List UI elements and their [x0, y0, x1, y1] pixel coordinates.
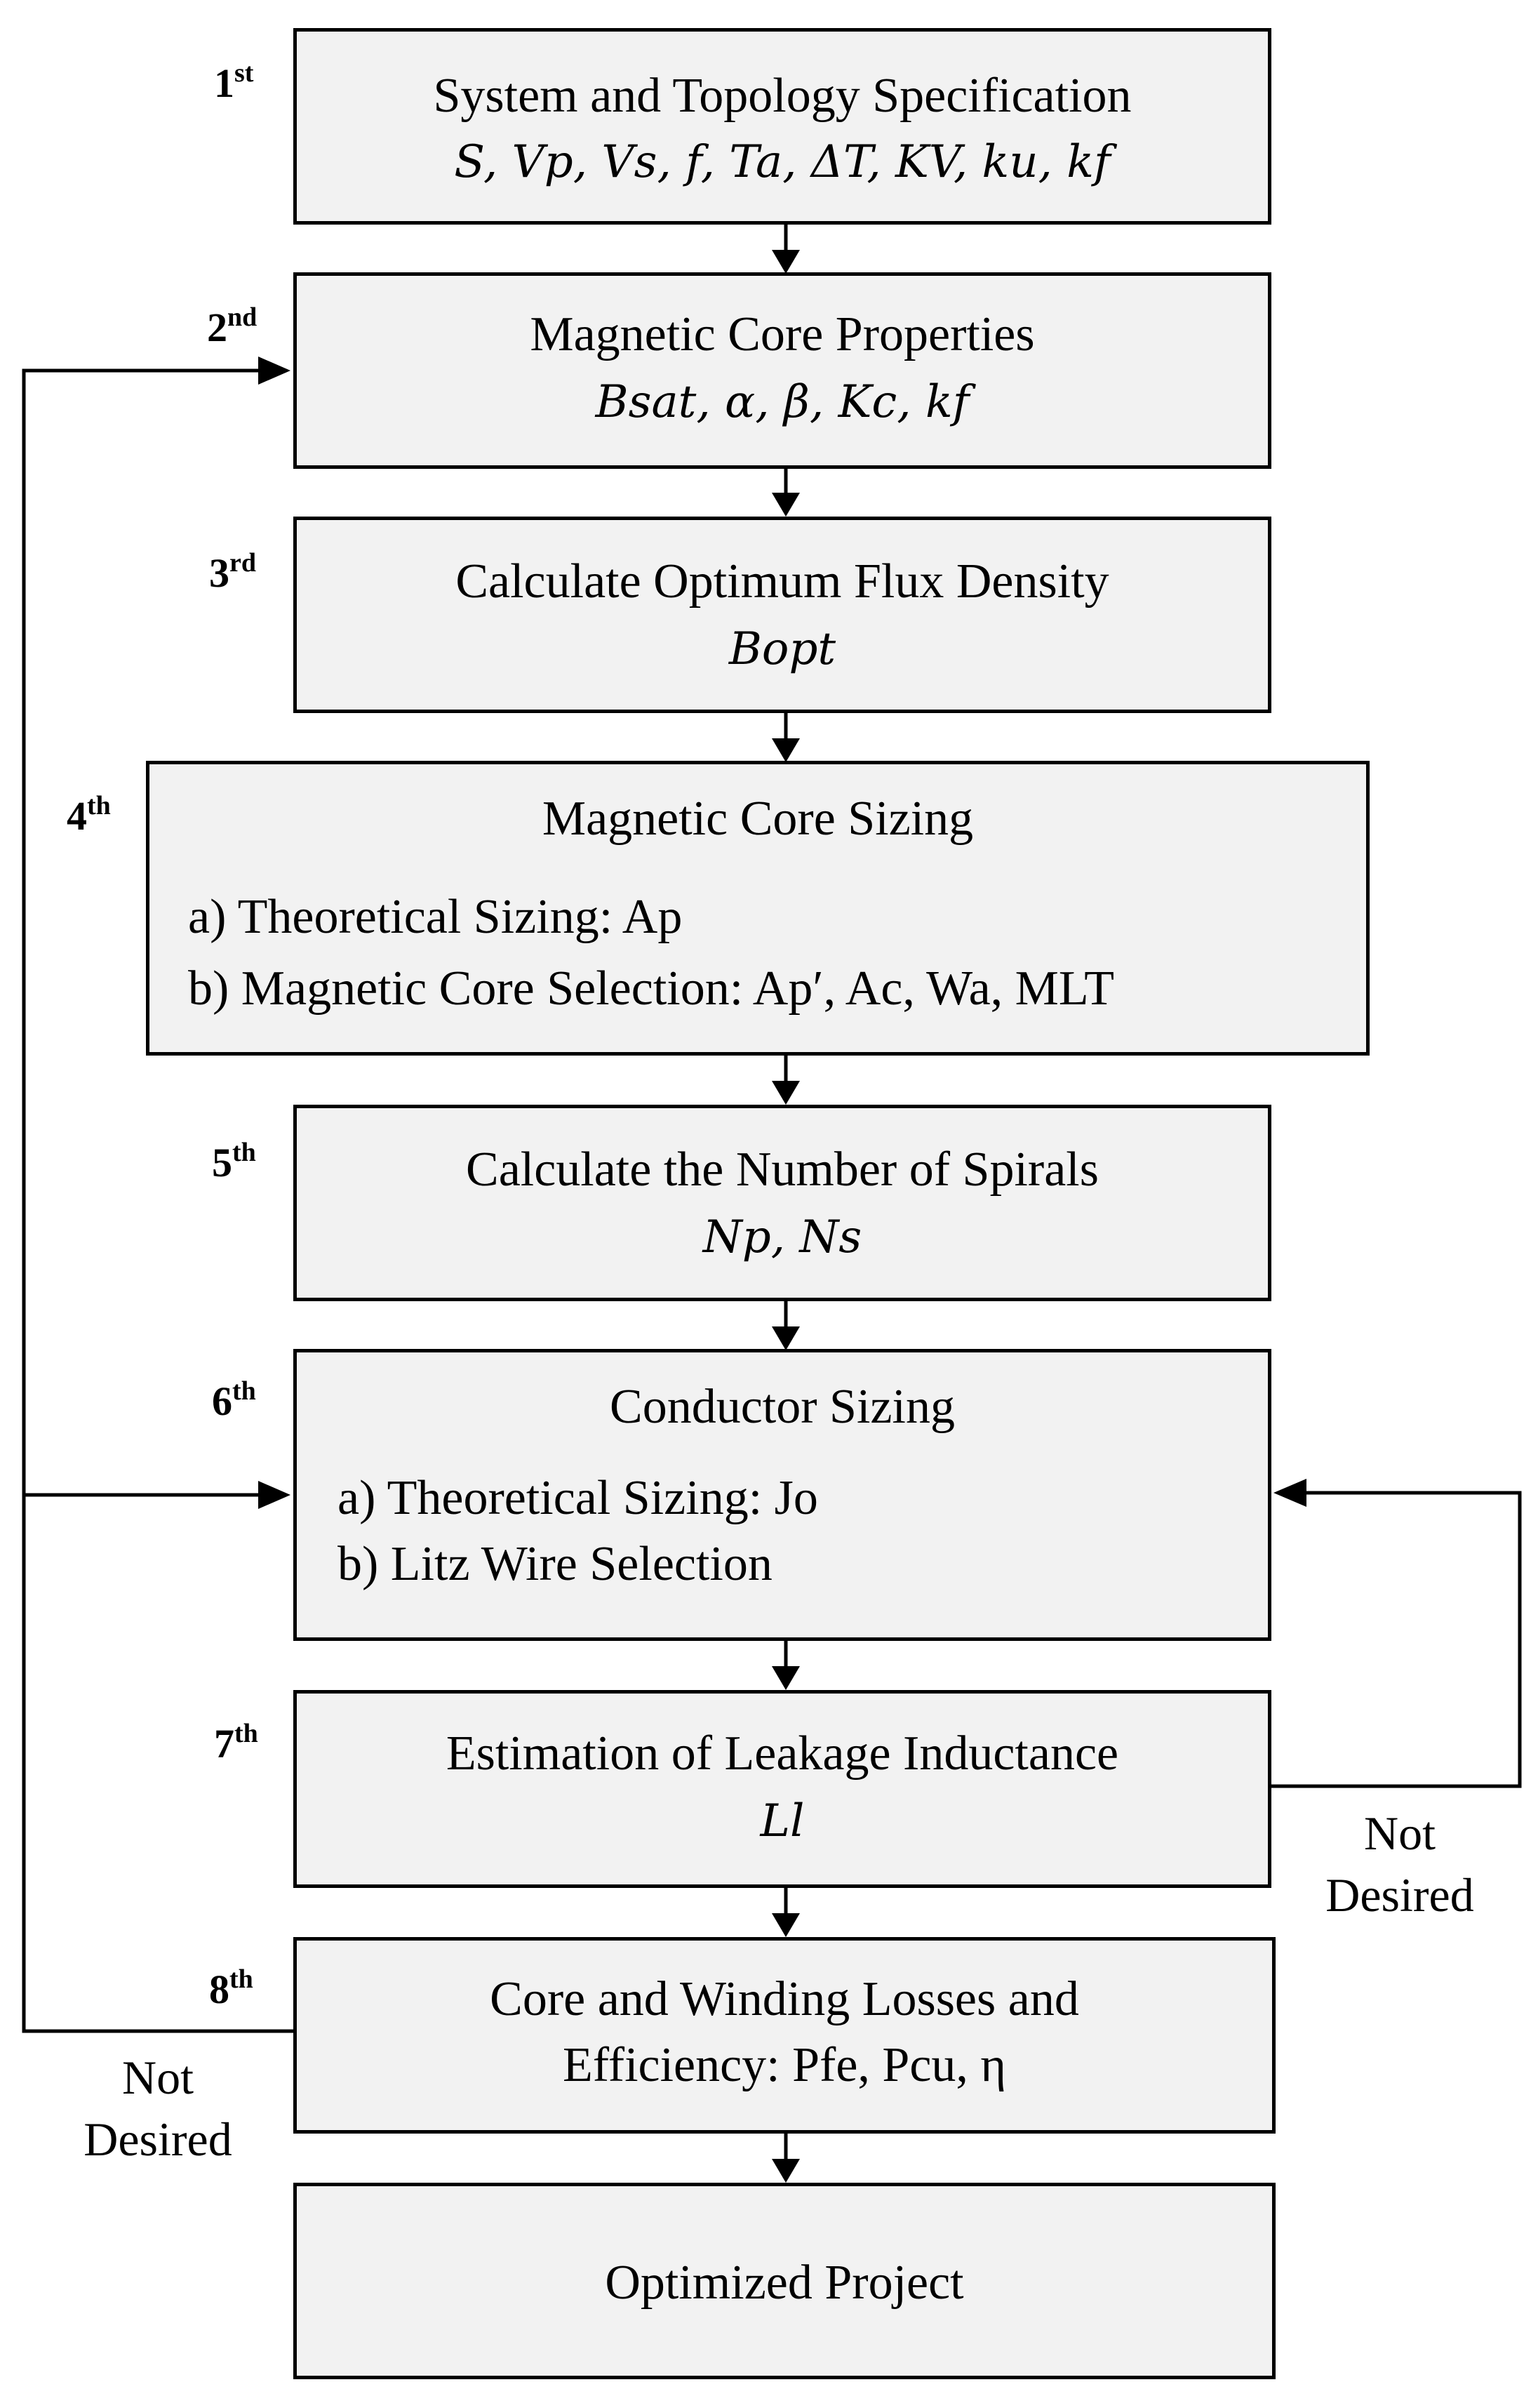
step-7-title: Estimation of Leakage Inductance	[446, 1727, 1119, 1781]
step-5-title: Calculate the Number of Spirals	[466, 1143, 1099, 1197]
step-4-label: 4th	[67, 791, 111, 839]
step-6-label: 6th	[212, 1376, 256, 1424]
step-6-title: Conductor Sizing	[610, 1380, 955, 1434]
optimized-project-title: Optimized Project	[605, 2256, 964, 2310]
step-3-box: Calculate Optimum Flux Density Bopt	[293, 517, 1271, 713]
step-1-label: 1st	[214, 58, 254, 106]
step-6-line-b: b) Litz Wire Selection	[337, 1537, 773, 1591]
step-4-line-b: b) Magnetic Core Selection: Ap′, Ac, Wa,…	[188, 962, 1115, 1016]
step-6-line-a: a) Theoretical Sizing: Jo	[337, 1471, 818, 1525]
optimized-project-box: Optimized Project	[293, 2183, 1276, 2379]
step-8-line2: Efficiency: Pfe, Pcu, η	[562, 2038, 1007, 2092]
step-1-box: System and Topology Specification S, Vp,…	[293, 28, 1271, 225]
step-1-params: S, Vp, Vs, f, Ta, ΔT, KV, ku, kf	[454, 136, 1111, 188]
step-2-title: Magnetic Core Properties	[530, 307, 1035, 361]
step-7-label: 7th	[214, 1719, 258, 1767]
step-7-box: Estimation of Leakage Inductance Ll	[293, 1690, 1271, 1888]
step-3-title: Calculate Optimum Flux Density	[455, 554, 1109, 608]
step-8-title: Core and Winding Losses and	[490, 1972, 1079, 2026]
step-2-params: Bsat, α, β, Kc, kf	[595, 376, 970, 428]
right-loop-label: Not Desired	[1325, 1807, 1474, 1922]
step-3-params: Bopt	[728, 623, 836, 675]
step-4-title: Magnetic Core Sizing	[542, 792, 974, 846]
left-loop-label: Not Desired	[83, 2051, 232, 2167]
step-5-label: 5th	[212, 1138, 256, 1185]
step-8-label: 8th	[209, 1964, 253, 2012]
step-8-box: Core and Winding Losses and Efficiency: …	[293, 1937, 1276, 2134]
step-4-box: Magnetic Core Sizing a) Theoretical Sizi…	[146, 761, 1370, 1056]
step-2-box: Magnetic Core Properties Bsat, α, β, Kc,…	[293, 272, 1271, 469]
step-5-params: Np, Ns	[702, 1211, 862, 1263]
step-5-box: Calculate the Number of Spirals Np, Ns	[293, 1105, 1271, 1301]
step-7-params: Ll	[760, 1795, 805, 1847]
step-3-label: 3rd	[209, 548, 256, 596]
step-6-box: Conductor Sizing a) Theoretical Sizing: …	[293, 1349, 1271, 1641]
step-1-title: System and Topology Specification	[433, 69, 1132, 123]
step-2-label: 2nd	[207, 302, 258, 350]
step-4-line-a: a) Theoretical Sizing: Ap	[188, 890, 683, 944]
